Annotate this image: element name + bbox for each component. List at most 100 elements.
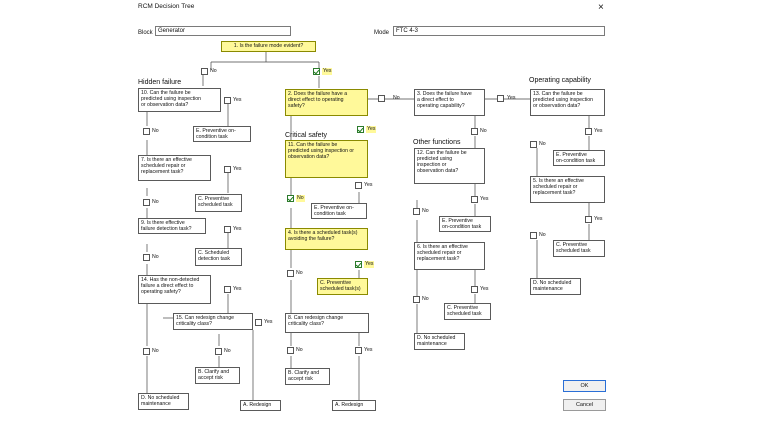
q7-no-label: No	[152, 199, 159, 205]
mode-field[interactable]: FTC 4-3	[393, 26, 605, 36]
q14-non-detected[interactable]: 14. Has the non-detected failure a direc…	[138, 275, 211, 304]
q11-predict-inspection[interactable]: 11. Can the failure be predicted using i…	[285, 140, 368, 178]
q1-no-checkbox[interactable]	[201, 68, 208, 75]
result-e-safety: E. Preventive on- condition task	[311, 203, 367, 219]
q4-yes-checkbox[interactable]	[355, 261, 362, 268]
q7-repair-replacement[interactable]: 7. Is there an effective scheduled repai…	[138, 155, 211, 181]
q10-no-label: No	[152, 128, 159, 134]
q15-no-checkbox[interactable]	[215, 348, 222, 355]
q6-yes-label: Yes	[480, 286, 489, 292]
q9-failure-detection[interactable]: 9. Is there effective failure detection …	[138, 218, 206, 234]
q12-no-checkbox[interactable]	[413, 208, 420, 215]
q13-no-checkbox[interactable]	[530, 141, 537, 148]
q8-no-checkbox[interactable]	[287, 347, 294, 354]
q3-yes-label: Yes	[507, 95, 516, 101]
q1-evident-failure[interactable]: 1. Is the failure mode evident?	[221, 41, 316, 52]
q2-yes-checkbox[interactable]	[357, 126, 364, 133]
q7-yes-checkbox[interactable]	[224, 166, 231, 173]
q15-no-label: No	[224, 348, 231, 354]
result-e-other: E. Preventive on-condition task	[439, 216, 491, 232]
q3-no-checkbox[interactable]	[471, 128, 478, 135]
q6-no-checkbox[interactable]	[413, 296, 420, 303]
result-a-safety: A. Redesign	[332, 400, 376, 411]
heading-other-functions: Other functions	[413, 139, 461, 146]
q14-no-label: No	[152, 348, 159, 354]
block-field[interactable]: Generator	[155, 26, 291, 36]
q15-redesign-criticality[interactable]: 15. Can redesign change criticality clas…	[173, 313, 253, 330]
q14-no-checkbox[interactable]	[143, 348, 150, 355]
q6-no-label: No	[422, 296, 429, 302]
q8-redesign-criticality[interactable]: 8. Can redesign change criticality class…	[285, 313, 369, 333]
q2-safety-effect[interactable]: 2. Does the failure have a direct effect…	[285, 89, 368, 116]
q11-yes-label: Yes	[364, 182, 373, 188]
q2-no-label: No	[393, 95, 400, 101]
q13-yes-checkbox[interactable]	[585, 128, 592, 135]
q9-no-checkbox[interactable]	[143, 254, 150, 261]
q4-scheduled-task[interactable]: 4. Is there a scheduled task(s) avoiding…	[285, 228, 368, 250]
ok-button[interactable]: OK	[563, 380, 606, 392]
q11-yes-checkbox[interactable]	[355, 182, 362, 189]
q4-no-checkbox[interactable]	[287, 270, 294, 277]
q9-yes-checkbox[interactable]	[224, 226, 231, 233]
q12-no-label: No	[422, 208, 429, 214]
q3-yes-checkbox[interactable]	[497, 95, 504, 102]
q5-repair-replacement[interactable]: 5. Is there an effective scheduled repai…	[530, 176, 605, 203]
result-e-hidden: E. Preventive on- condition task	[193, 126, 251, 142]
result-c-safety: C. Preventive scheduled task(s)	[317, 278, 368, 295]
heading-operating-capability: Operating capability	[529, 77, 591, 84]
result-c-hidden: C. Preventive scheduled task	[195, 194, 242, 212]
q7-yes-label: Yes	[233, 166, 242, 172]
block-label: Block	[138, 30, 153, 36]
q2-no-checkbox[interactable]	[378, 95, 385, 102]
heading-hidden-failure: Hidden failure	[138, 79, 182, 86]
q8-yes-checkbox[interactable]	[355, 347, 362, 354]
q9-yes-label: Yes	[233, 226, 242, 232]
q12-yes-checkbox[interactable]	[471, 196, 478, 203]
q1-yes-checkbox[interactable]	[313, 68, 320, 75]
q10-yes-label: Yes	[233, 97, 242, 103]
q4-yes-label: Yes	[364, 261, 375, 268]
q9-no-label: No	[152, 254, 159, 260]
q10-predict-inspection[interactable]: 10. Can the failure be predicted using i…	[138, 88, 221, 112]
result-b-hidden: B. Clarify and accept risk	[195, 367, 240, 384]
q13-predict-inspection[interactable]: 13. Can the failure be predicted using i…	[530, 89, 605, 116]
result-c-oper: C. Preventive scheduled task	[553, 240, 605, 257]
q11-no-label: No	[296, 195, 305, 202]
heading-critical-safety: Critical safety	[285, 132, 328, 139]
q11-no-checkbox[interactable]	[287, 195, 294, 202]
q6-yes-checkbox[interactable]	[471, 286, 478, 293]
result-a-hidden: A. Redesign	[240, 400, 281, 411]
window-title: RCM Decision Tree	[138, 3, 195, 10]
q13-yes-label: Yes	[594, 128, 603, 134]
rcm-decision-tree-dialog: RCM Decision Tree × Block Generator Mode…	[133, 0, 613, 420]
q14-yes-label: Yes	[233, 286, 242, 292]
q10-yes-checkbox[interactable]	[224, 97, 231, 104]
q10-no-checkbox[interactable]	[143, 128, 150, 135]
q2-yes-label: Yes	[366, 126, 377, 133]
q7-no-checkbox[interactable]	[143, 199, 150, 206]
q12-predict-inspection[interactable]: 12. Can the failure be predicted using i…	[414, 148, 485, 184]
q3-operating-effect[interactable]: 3. Does the failure have a direct effect…	[414, 89, 485, 116]
q8-yes-label: Yes	[364, 347, 373, 353]
cancel-button[interactable]: Cancel	[563, 399, 606, 411]
q15-yes-checkbox[interactable]	[255, 319, 262, 326]
q5-no-checkbox[interactable]	[530, 232, 537, 239]
q1-no-label: No	[210, 68, 217, 74]
q8-no-label: No	[296, 347, 303, 353]
close-icon[interactable]: ×	[598, 2, 604, 13]
q4-no-label: No	[296, 270, 303, 276]
q5-yes-checkbox[interactable]	[585, 216, 592, 223]
q3-no-label: No	[480, 128, 487, 134]
mode-label: Mode	[374, 30, 390, 36]
q5-yes-label: Yes	[594, 216, 603, 222]
tree-connectors	[146, 52, 590, 400]
result-d-other: D. No scheduled maintenance	[414, 333, 465, 350]
q13-no-label: No	[539, 141, 546, 147]
q14-yes-checkbox[interactable]	[224, 286, 231, 293]
result-d-oper: D. No scheduled maintenance	[530, 278, 581, 295]
q1-yes-label: Yes	[322, 68, 333, 75]
result-c-other: C. Preventive scheduled task	[444, 303, 491, 320]
q6-repair-replacement[interactable]: 6. Is there an effective scheduled repai…	[414, 242, 485, 270]
result-d-hidden: D. No scheduled maintenance	[138, 393, 189, 410]
result-c-detect: C. Scheduled detection task	[195, 248, 242, 266]
